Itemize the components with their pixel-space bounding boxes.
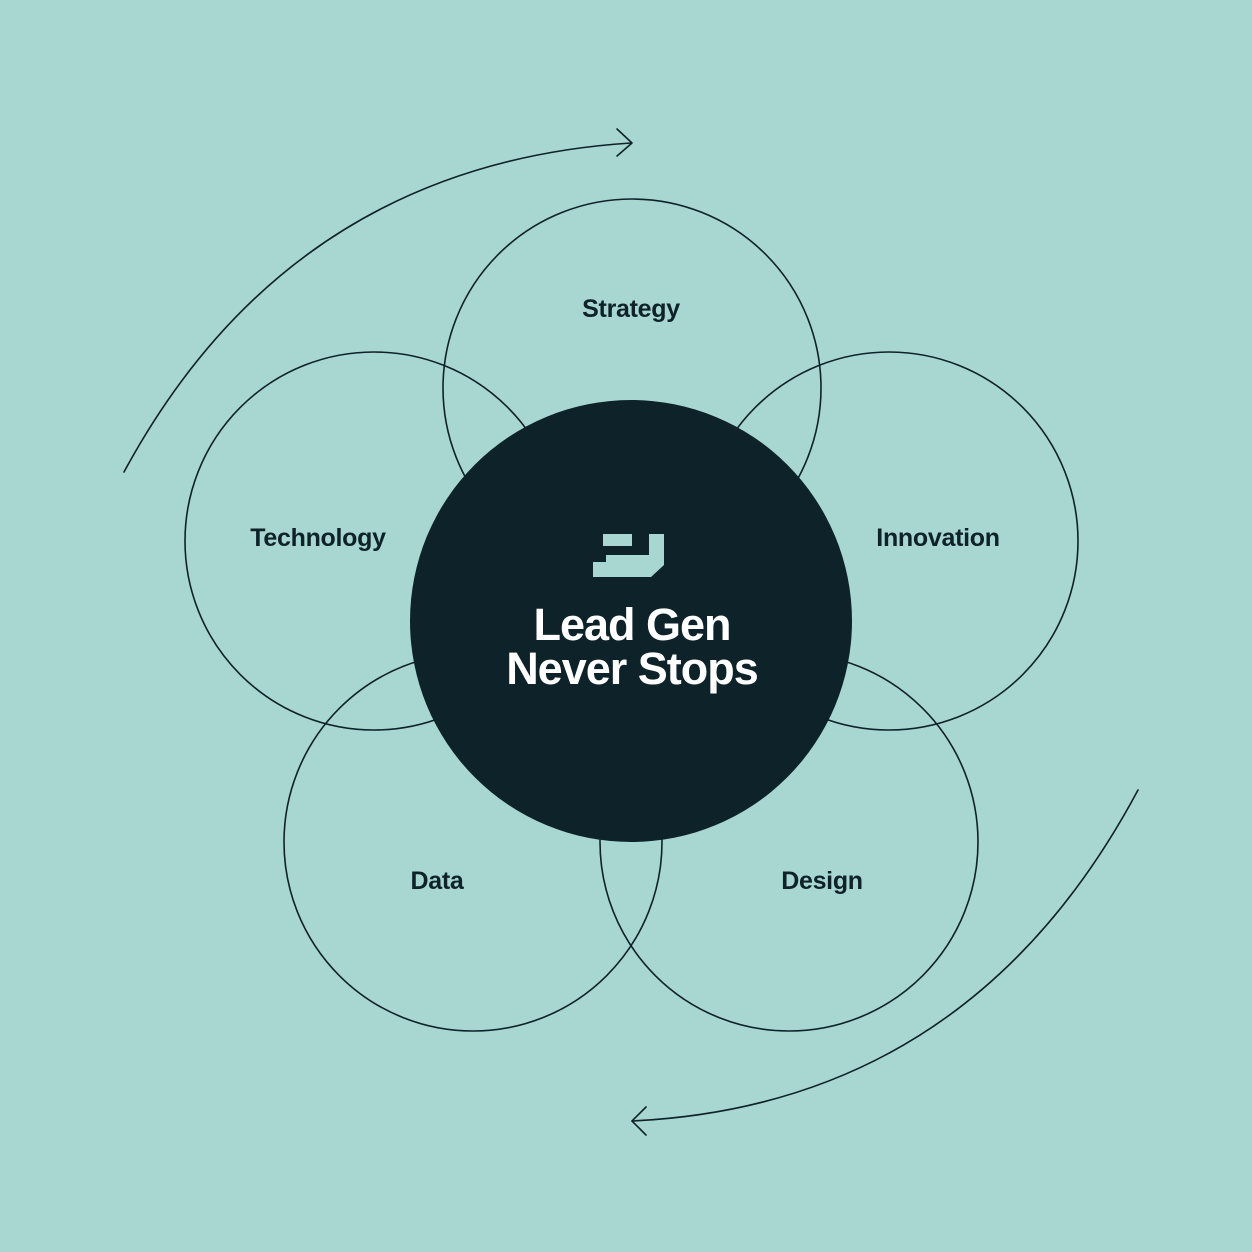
brand-logo-icon [593,534,664,577]
node-label-data: Data [411,867,465,895]
node-label-technology: Technology [250,524,386,552]
node-label-design: Design [781,867,863,895]
hub-title-line-1: Lead Gen [533,599,730,650]
node-label-strategy: Strategy [582,295,680,323]
top-arrowhead-icon [616,128,633,157]
node-label-innovation: Innovation [876,524,999,552]
bottom-cycle-arrow [631,789,1139,1136]
center-hub [410,400,852,842]
bottom-arrowhead-icon [631,1106,647,1136]
hub-title-line-2: Never Stops [506,643,758,694]
top-arc [123,142,632,473]
bottom-arc [631,789,1139,1122]
top-cycle-arrow [123,128,633,473]
